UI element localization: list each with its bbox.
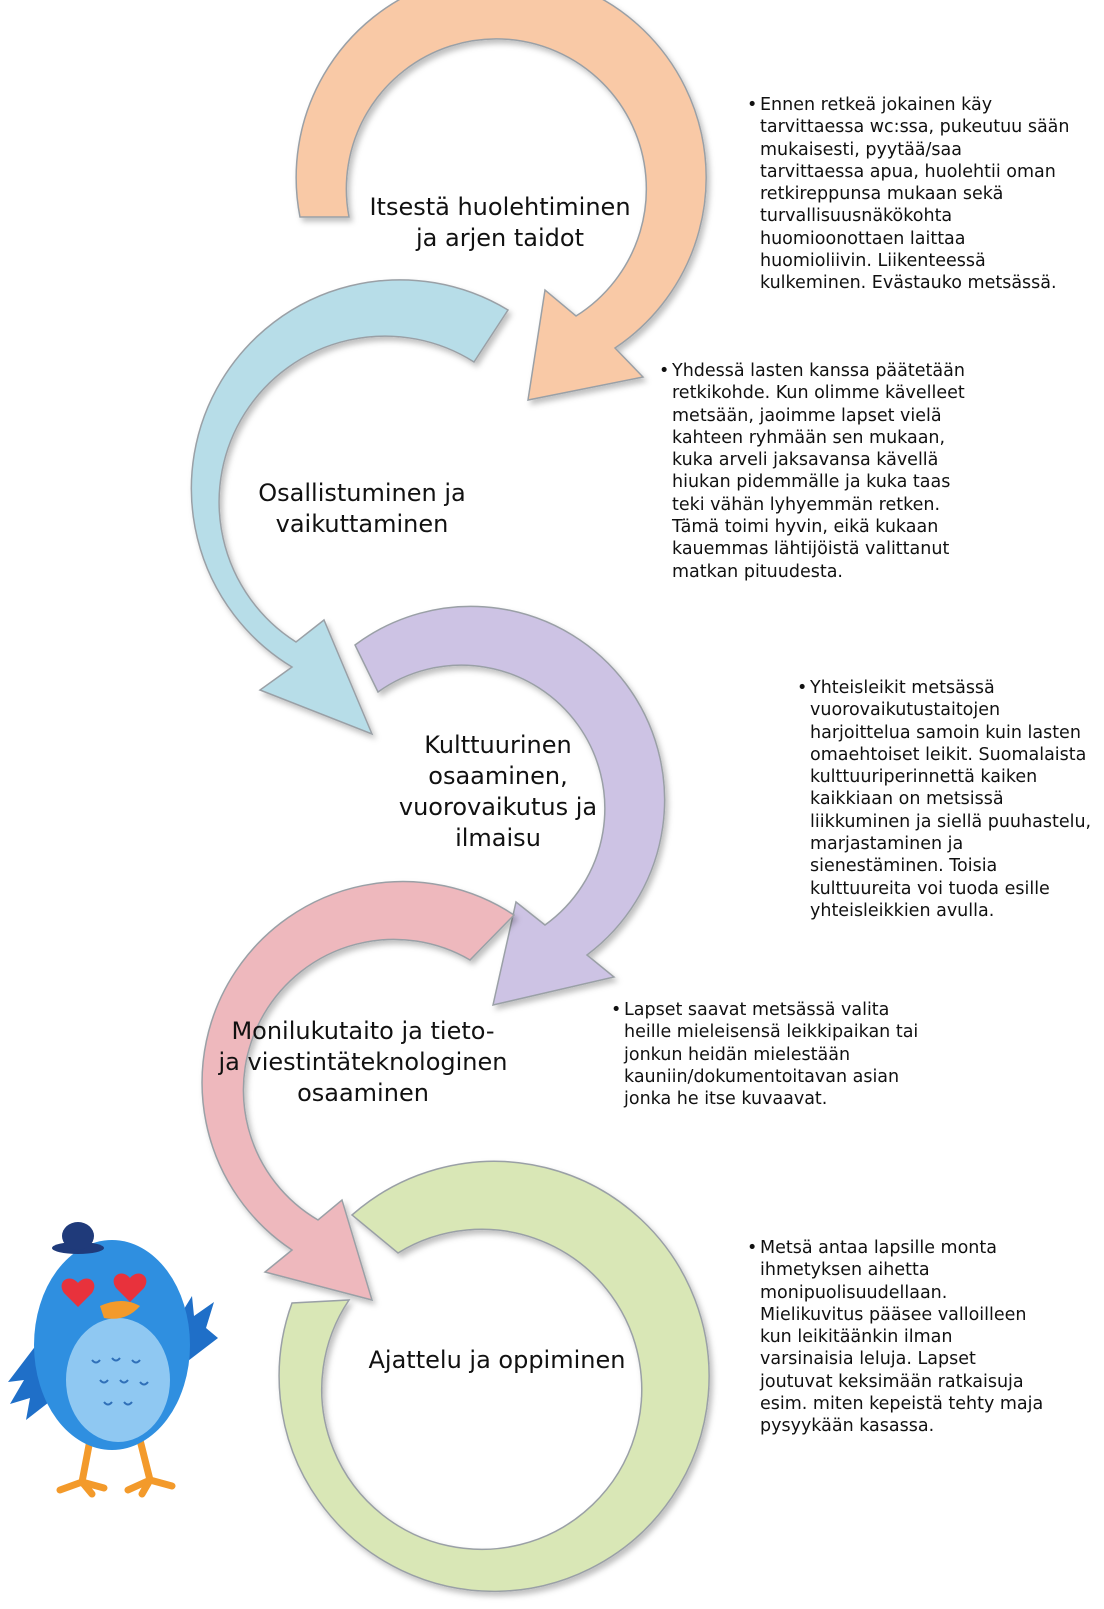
step-title-5: Ajattelu ja oppiminen bbox=[368, 1346, 626, 1374]
bullet-icon: • bbox=[611, 1000, 622, 1020]
arrow-step-2 bbox=[190, 279, 510, 736]
bullet-icon: • bbox=[747, 95, 758, 115]
arrow-shape bbox=[295, 0, 707, 401]
arrow-shape bbox=[201, 880, 516, 1302]
arrow-shape bbox=[354, 605, 666, 1006]
arrow-shape bbox=[278, 1160, 710, 1593]
arrow-step-1 bbox=[295, 0, 707, 401]
step-title-3: Kulttuurinen osaaminen, vuorovaikutus ja… bbox=[398, 731, 598, 852]
arrow-step-4 bbox=[201, 880, 516, 1302]
arrow-shape bbox=[190, 279, 510, 736]
bullet-icon: • bbox=[747, 1238, 758, 1258]
note-5: •Metsä antaa lapsille monta ihmetyksen a… bbox=[747, 1238, 1044, 1437]
note-2: •Yhdessä lasten kanssa päätetään retkiko… bbox=[659, 361, 965, 582]
blue-bird-mascot-icon bbox=[8, 1222, 218, 1498]
note-3: •Yhteisleikit metsässä vuorovaikutustait… bbox=[797, 678, 1092, 921]
bullet-icon: • bbox=[797, 678, 808, 698]
arrow-step-3 bbox=[354, 605, 666, 1006]
note-4: •Lapset saavat metsässä valita heille mi… bbox=[611, 1000, 919, 1110]
bullet-icon: • bbox=[659, 361, 670, 381]
step-title-2: Osallistuminen ja vaikuttaminen bbox=[258, 479, 466, 538]
arrow-step-5 bbox=[278, 1160, 710, 1593]
note-1: •Ennen retkeä jokainen käy tarvittaessa … bbox=[747, 95, 1070, 294]
step-title-1: Itsestä huolehtiminen ja arjen taidot bbox=[369, 193, 631, 252]
step-title-4: Monilukutaito ja tieto- ja viestintätekn… bbox=[218, 1017, 508, 1107]
